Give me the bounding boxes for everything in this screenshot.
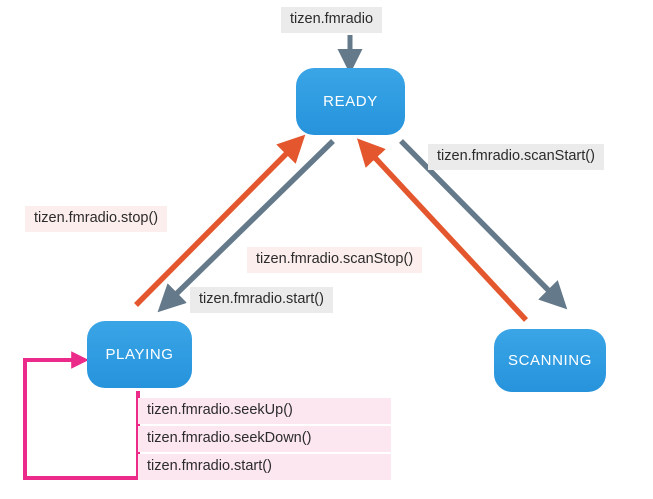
edge-playing-to-ready (134, 134, 306, 307)
entry-label: tizen.fmradio (281, 7, 383, 33)
self-loop-label-seek-down: tizen.fmradio.seekDown() (138, 426, 391, 452)
edge-ready-to-scanning (399, 139, 568, 310)
self-loop-label-seek-up: tizen.fmradio.seekUp() (138, 398, 391, 424)
state-label-scanning: SCANNING (508, 352, 592, 369)
edge-label-ready-to-scanning: tizen.fmradio.scanStart() (428, 144, 604, 170)
state-node-playing[interactable]: PLAYING (87, 321, 192, 388)
edge-ready-to-playing (157, 139, 335, 313)
state-label-playing: PLAYING (105, 346, 174, 363)
edge-label-ready-to-playing: tizen.fmradio.start() (190, 287, 333, 313)
self-loop-label-start: tizen.fmradio.start() (138, 454, 391, 480)
edge-label-scanning-to-ready: tizen.fmradio.scanStop() (247, 247, 423, 273)
edge-label-playing-to-ready: tizen.fmradio.stop() (25, 206, 168, 232)
state-node-scanning[interactable]: SCANNING (494, 329, 606, 392)
edge-scanning-to-ready (357, 138, 529, 322)
state-node-ready[interactable]: READY (296, 68, 405, 135)
state-label-ready: READY (323, 93, 378, 110)
